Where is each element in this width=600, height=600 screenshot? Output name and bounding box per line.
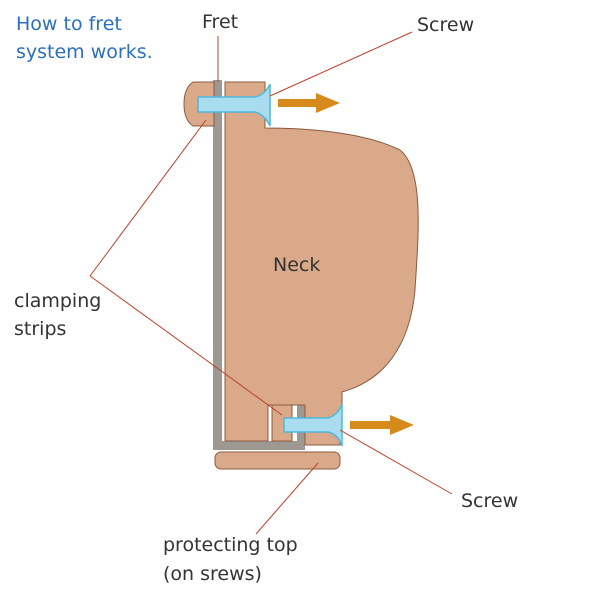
leader-lines bbox=[89, 31, 453, 535]
label-neck: Neck bbox=[273, 254, 320, 276]
leader-protecting-top bbox=[255, 462, 319, 535]
neck-body bbox=[224, 81, 419, 446]
arrow-top-icon bbox=[278, 93, 340, 113]
label-screw-top: Screw bbox=[417, 14, 474, 36]
title-line-2: system works. bbox=[16, 41, 153, 63]
leader-clamping-top bbox=[89, 119, 207, 277]
leader-screw-bottom bbox=[339, 429, 453, 495]
label-protecting-2: (on srews) bbox=[163, 563, 262, 585]
leader-screw-top bbox=[269, 31, 413, 97]
screw-bottom bbox=[283, 403, 343, 447]
label-clamping-2: strips bbox=[14, 318, 66, 340]
label-fret: Fret bbox=[202, 11, 238, 33]
label-protecting-1: protecting top bbox=[163, 534, 298, 556]
label-screw-bottom: Screw bbox=[461, 490, 518, 512]
screw-top bbox=[197, 83, 271, 127]
label-clamping-1: clamping bbox=[14, 290, 101, 312]
arrow-bottom-icon bbox=[350, 415, 414, 435]
leader-clamping-bottom bbox=[89, 275, 283, 416]
title-line-1: How to fret bbox=[16, 13, 122, 35]
protecting-top bbox=[214, 451, 341, 470]
